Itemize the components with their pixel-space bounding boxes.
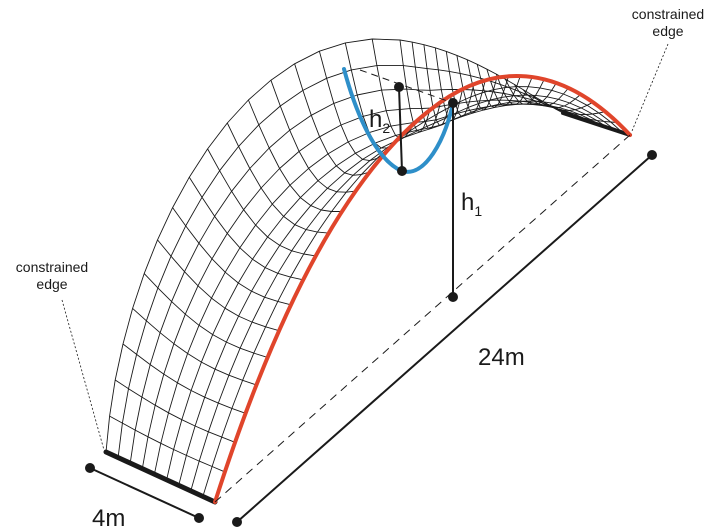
- width-dimension-line: [89, 467, 200, 519]
- span-dimension-label: 24m: [478, 344, 525, 371]
- mesh-transverse-line: [114, 379, 236, 443]
- constrained-edge-left-label-line2: edge: [36, 276, 67, 292]
- mesh-transverse-line: [172, 207, 292, 306]
- constrained-edge-left: [103, 449, 218, 505]
- h2-marker-bottom: [397, 166, 407, 176]
- mesh-transverse-line: [371, 38, 415, 140]
- mesh-transverse-line: [226, 122, 329, 234]
- width-dimension-end-b: [194, 513, 204, 523]
- mesh-longitudinal-line: [129, 88, 579, 464]
- leader-top: [631, 43, 669, 132]
- mesh-transverse-line: [476, 64, 509, 108]
- span-baseline: [214, 134, 631, 503]
- mesh-transverse-line: [207, 148, 316, 257]
- span-dimension-end-a: [232, 517, 242, 527]
- constrained-edge-top-label-line1: constrained: [632, 6, 704, 22]
- centerline-arch: [213, 74, 632, 504]
- mesh-transverse-line: [522, 87, 569, 107]
- mesh-longitudinal-line: [117, 65, 571, 458]
- h2-label: h2: [369, 106, 390, 136]
- h1-marker-base: [448, 292, 458, 302]
- mesh-longitudinal-line: [214, 75, 631, 503]
- span-dimension-end-b: [647, 150, 657, 160]
- leader-left: [61, 299, 105, 451]
- mesh-transverse-line: [294, 63, 370, 176]
- mesh-transverse-line: [132, 308, 257, 386]
- mesh-longitudinal-line: [105, 38, 564, 453]
- h2-marker-line: [398, 86, 403, 172]
- mesh-transverse-line: [157, 239, 280, 332]
- mesh-longitudinal-line: [178, 100, 608, 486]
- mesh-transverse-line: [188, 176, 304, 281]
- mesh-transverse-line: [434, 47, 464, 122]
- mesh-longitudinal-line: [202, 86, 623, 497]
- mesh-transverse-line: [270, 80, 356, 193]
- mesh-transverse-line: [109, 415, 226, 473]
- mesh-longitudinal-line: [166, 103, 601, 480]
- h1-label: h1: [461, 189, 482, 219]
- mesh-transverse-line: [547, 103, 606, 115]
- mesh-transverse-line: [143, 273, 268, 358]
- mesh-transverse-line: [247, 99, 342, 212]
- constrained-edge-left-label-line1: constrained: [16, 259, 88, 275]
- constrained-edge-right: [561, 111, 632, 137]
- mesh-transverse-line: [495, 73, 533, 105]
- mesh-transverse-line: [456, 55, 486, 114]
- gridshell-mesh: [105, 38, 631, 503]
- mesh-transverse-line: [399, 39, 431, 133]
- mesh-transverse-line: [504, 78, 545, 105]
- mesh-longitudinal-line: [141, 99, 586, 469]
- mesh-transverse-line: [318, 51, 385, 162]
- h2-reference-dashed: [359, 69, 454, 104]
- mesh-transverse-line: [531, 94, 581, 109]
- width-dimension-label: 4m: [92, 505, 125, 532]
- h2-marker-top: [394, 82, 404, 92]
- mesh-transverse-line: [122, 343, 246, 414]
- mesh-transverse-line: [513, 82, 557, 105]
- constrained-edge-top-label-line2: edge: [652, 23, 683, 39]
- mesh-transverse-line: [445, 51, 475, 118]
- width-dimension-end-a: [85, 463, 95, 473]
- mesh-transverse-line: [486, 69, 521, 107]
- span-dimension-line: [236, 154, 653, 523]
